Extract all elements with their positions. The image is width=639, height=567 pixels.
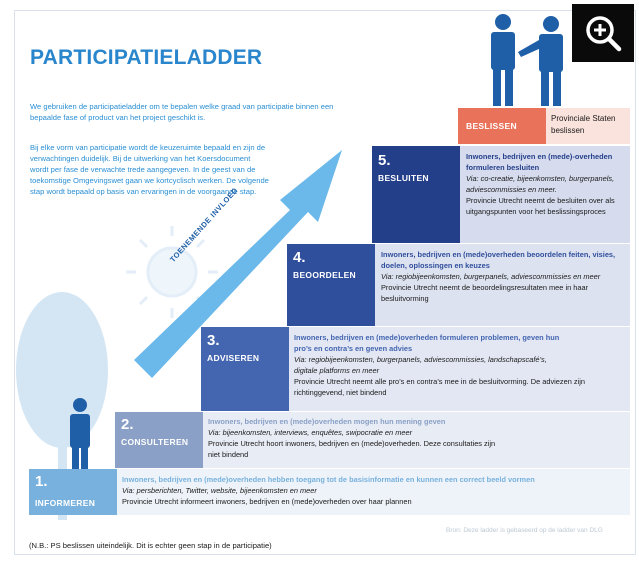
people-icon	[491, 14, 563, 106]
step-5-body: Provincie Utrecht neemt de besluiten ove…	[466, 196, 615, 216]
step-3-body: Provincie Utrecht neemt alle pro’s en co…	[294, 377, 585, 397]
step-4-via: Via: regiobijeenkomsten, burgerpanels, a…	[381, 272, 601, 281]
step-4-head: Inwoners, bedrijven en (mede)overheden b…	[381, 250, 616, 270]
step-3-box: 3. ADVISEREN	[201, 327, 289, 411]
step-1-box: 1. INFORMEREN	[29, 469, 117, 515]
step-1-head: Inwoners, bedrijven en (mede)overheden h…	[122, 475, 535, 484]
beslissen-label: BESLISSEN	[466, 121, 517, 131]
step-1-number: 1.	[35, 473, 48, 490]
step-2-number: 2.	[121, 416, 134, 433]
intro-paragraph-2: Bij elke vorm van participatie wordt de …	[30, 143, 269, 196]
step-4-desc: Inwoners, bedrijven en (mede)overheden b…	[381, 249, 625, 304]
step-3-head: Inwoners, bedrijven en (mede)overheden f…	[294, 333, 560, 353]
beslissen-box: BESLISSEN	[458, 108, 546, 144]
step-5-number: 5.	[378, 152, 391, 169]
step-1-via: Via: persberichten, Twitter, website, bi…	[122, 486, 317, 495]
intro-paragraph-1: We gebruiken de participatieladder om te…	[30, 102, 334, 122]
step-3-desc: Inwoners, bedrijven en (mede)overheden f…	[294, 332, 624, 398]
page-title: PARTICIPATIELADDER	[30, 46, 263, 69]
person-icon	[70, 398, 90, 476]
step-5-label: BESLUITEN	[378, 173, 429, 183]
step-5-head: Inwoners, bedrijven en (mede)-overheden …	[466, 152, 613, 172]
step-1-body: Provincie Utrecht informeert inwoners, b…	[122, 497, 412, 506]
step-5-via: Via: co-creatie, bijeenkomsten, burgerpa…	[466, 174, 615, 194]
beslissen-desc: Provinciale Staten beslissen	[551, 114, 616, 135]
step-1-row	[29, 469, 630, 515]
zoom-in-icon	[586, 16, 622, 52]
step-2-label: CONSULTEREN	[121, 437, 189, 447]
footnote: (N.B.: PS beslissen uiteindelijk. Dit is…	[29, 541, 272, 550]
step-3-via: Via: regiobijeenkomsten, burgerpanels, a…	[294, 355, 547, 375]
source-note: Bron: Deze ladder is gebaseerd op de lad…	[446, 527, 603, 534]
step-4-box: 4. BEOORDELEN	[287, 244, 375, 326]
step-4-body: Provincie Utrecht neemt de beoordelingsr…	[381, 283, 589, 303]
step-2-head: Inwoners, bedrijven en (mede)overheden m…	[208, 417, 446, 426]
step-3-number: 3.	[207, 332, 220, 349]
step-5-desc: Inwoners, bedrijven en (mede)-overheden …	[466, 151, 626, 217]
influence-arrow-icon	[134, 150, 342, 378]
step-1-desc: Inwoners, bedrijven en (mede)overheden h…	[122, 474, 628, 507]
zoom-in-button[interactable]	[572, 4, 634, 62]
step-2-desc: Inwoners, bedrijven en (mede)overheden m…	[208, 416, 508, 460]
step-3-label: ADVISEREN	[207, 353, 260, 363]
step-1-label: INFORMEREN	[35, 498, 96, 508]
step-5-box: 5. BESLUITEN	[372, 146, 460, 243]
step-2-box: 2. CONSULTEREN	[115, 412, 203, 468]
step-2-body: Provincie Utrecht hoort inwoners, bedrij…	[208, 439, 496, 459]
step-4-label: BEOORDELEN	[293, 270, 356, 280]
sun-icon	[126, 226, 218, 318]
step-4-number: 4.	[293, 249, 306, 266]
step-2-via: Via: bijeenkomsten, interviews, enquêtes…	[208, 428, 413, 437]
